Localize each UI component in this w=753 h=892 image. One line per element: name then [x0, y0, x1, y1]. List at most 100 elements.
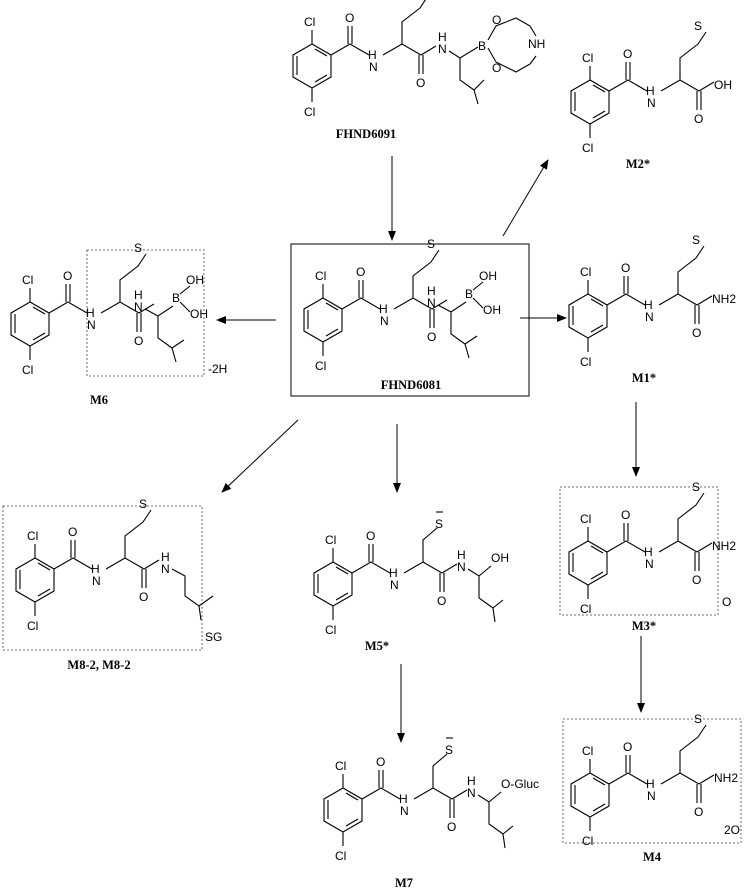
svg-text:N: N	[645, 557, 654, 571]
svg-text:N: N	[647, 789, 656, 803]
svg-text:O: O	[623, 47, 632, 61]
svg-text:H: H	[646, 777, 655, 791]
svg-text:N: N	[427, 296, 436, 310]
svg-text:O: O	[621, 261, 630, 275]
svg-text:N: N	[438, 42, 447, 56]
compound-fhnd6081: Cl Cl O H N S O N H B OH OH	[303, 237, 501, 373]
svg-text:Cl: Cl	[580, 355, 591, 369]
m8-modification: SG	[205, 630, 222, 644]
svg-text:Cl: Cl	[582, 834, 593, 848]
svg-text:H: H	[644, 298, 653, 312]
label-m4: M4	[643, 850, 662, 864]
svg-text:NH2: NH2	[712, 539, 736, 553]
svg-text:Cl: Cl	[27, 529, 38, 543]
svg-text:OH: OH	[483, 303, 501, 317]
svg-text:O: O	[356, 265, 365, 279]
svg-text:H: H	[161, 550, 170, 564]
compound-m1: Cl Cl O H N S O NH2	[568, 233, 736, 369]
svg-text:Cl: Cl	[315, 269, 326, 283]
m6-selection-box	[86, 249, 205, 377]
svg-text:Cl: Cl	[580, 602, 591, 616]
svg-text:H: H	[457, 548, 466, 562]
svg-text:H: H	[91, 562, 100, 576]
frame-fhnd6081	[290, 243, 530, 397]
svg-text:H: H	[467, 774, 476, 788]
svg-text:O: O	[427, 330, 436, 344]
svg-text:H: H	[134, 288, 143, 302]
svg-text:B: B	[172, 291, 180, 305]
svg-text:H: H	[86, 306, 95, 320]
m4-modification: 2O	[724, 823, 740, 837]
svg-text:Cl: Cl	[304, 105, 315, 119]
svg-text:N: N	[645, 310, 654, 324]
label-m8: M8-2, M8-2	[67, 658, 130, 672]
svg-text:O: O	[437, 594, 446, 608]
svg-text:S: S	[134, 241, 142, 255]
svg-text:N: N	[380, 314, 389, 328]
svg-text:NH2: NH2	[714, 771, 738, 785]
svg-text:Cl: Cl	[335, 849, 346, 863]
svg-text:N: N	[92, 574, 101, 588]
svg-text:Cl: Cl	[582, 141, 593, 155]
arrow-fhnd6081-to-m8	[221, 419, 299, 493]
svg-text:H: H	[427, 284, 436, 298]
svg-text:O: O	[623, 740, 632, 754]
compound-fhnd6091: Cl Cl O H N S O N H B O O NH	[292, 0, 545, 119]
svg-text:S: S	[694, 19, 702, 33]
svg-text:S: S	[694, 712, 702, 726]
svg-text:N: N	[161, 562, 170, 576]
svg-text:N: N	[87, 318, 96, 332]
compound-m3: Cl Cl O H N S O NH2	[568, 480, 736, 616]
label-m1: M1*	[632, 371, 656, 385]
svg-text:Cl: Cl	[325, 623, 336, 637]
svg-text:B: B	[465, 287, 473, 301]
svg-text:OH: OH	[714, 78, 732, 92]
svg-text:N: N	[457, 560, 466, 574]
compound-m5: Cl Cl O H N S O N H OH	[313, 511, 509, 637]
svg-text:O: O	[139, 590, 148, 604]
label-m5: M5*	[365, 639, 389, 653]
svg-text:Cl: Cl	[315, 359, 326, 373]
compound-m2: Cl Cl O H N S O OH	[570, 19, 732, 155]
svg-text:S: S	[427, 237, 435, 251]
svg-text:H: H	[389, 566, 398, 580]
svg-text:O: O	[447, 820, 456, 834]
label-fhnd6081: FHND6081	[381, 378, 441, 392]
svg-text:OH: OH	[190, 307, 208, 321]
svg-text:N: N	[400, 804, 409, 818]
svg-text:Cl: Cl	[27, 619, 38, 633]
m8-selection-box	[2, 505, 203, 651]
svg-text:O: O	[492, 13, 501, 27]
m3-modification: O	[722, 595, 731, 609]
svg-text:O-Gluc: O-Gluc	[501, 777, 539, 791]
reaction-arrows	[216, 156, 645, 743]
svg-text:N: N	[390, 578, 399, 592]
svg-text:O: O	[376, 755, 385, 769]
svg-text:O: O	[416, 76, 425, 90]
svg-text:S: S	[139, 497, 147, 511]
svg-text:Cl: Cl	[22, 363, 33, 377]
svg-text:O: O	[366, 529, 375, 543]
svg-text:H: H	[438, 30, 447, 44]
svg-text:O: O	[621, 508, 630, 522]
svg-text:S: S	[435, 517, 443, 531]
svg-text:B: B	[478, 39, 486, 53]
svg-text:S: S	[692, 233, 700, 247]
arrow-fhnd6081-to-m2	[502, 159, 549, 237]
svg-text:O: O	[345, 11, 354, 25]
svg-text:NH: NH	[528, 37, 545, 51]
svg-text:O: O	[694, 112, 703, 126]
svg-text:O: O	[492, 61, 501, 75]
svg-text:O: O	[134, 334, 143, 348]
svg-text:OH: OH	[186, 273, 204, 287]
svg-text:S: S	[445, 743, 453, 757]
svg-text:Cl: Cl	[582, 744, 593, 758]
svg-text:N: N	[647, 96, 656, 110]
svg-text:Cl: Cl	[304, 15, 315, 29]
compound-m8: Cl Cl O H N S O N H	[15, 497, 214, 633]
svg-text:Cl: Cl	[582, 51, 593, 65]
svg-text:Cl: Cl	[22, 273, 33, 287]
svg-text:Cl: Cl	[325, 533, 336, 547]
svg-text:H: H	[368, 48, 377, 62]
svg-text:NH2: NH2	[712, 292, 736, 306]
